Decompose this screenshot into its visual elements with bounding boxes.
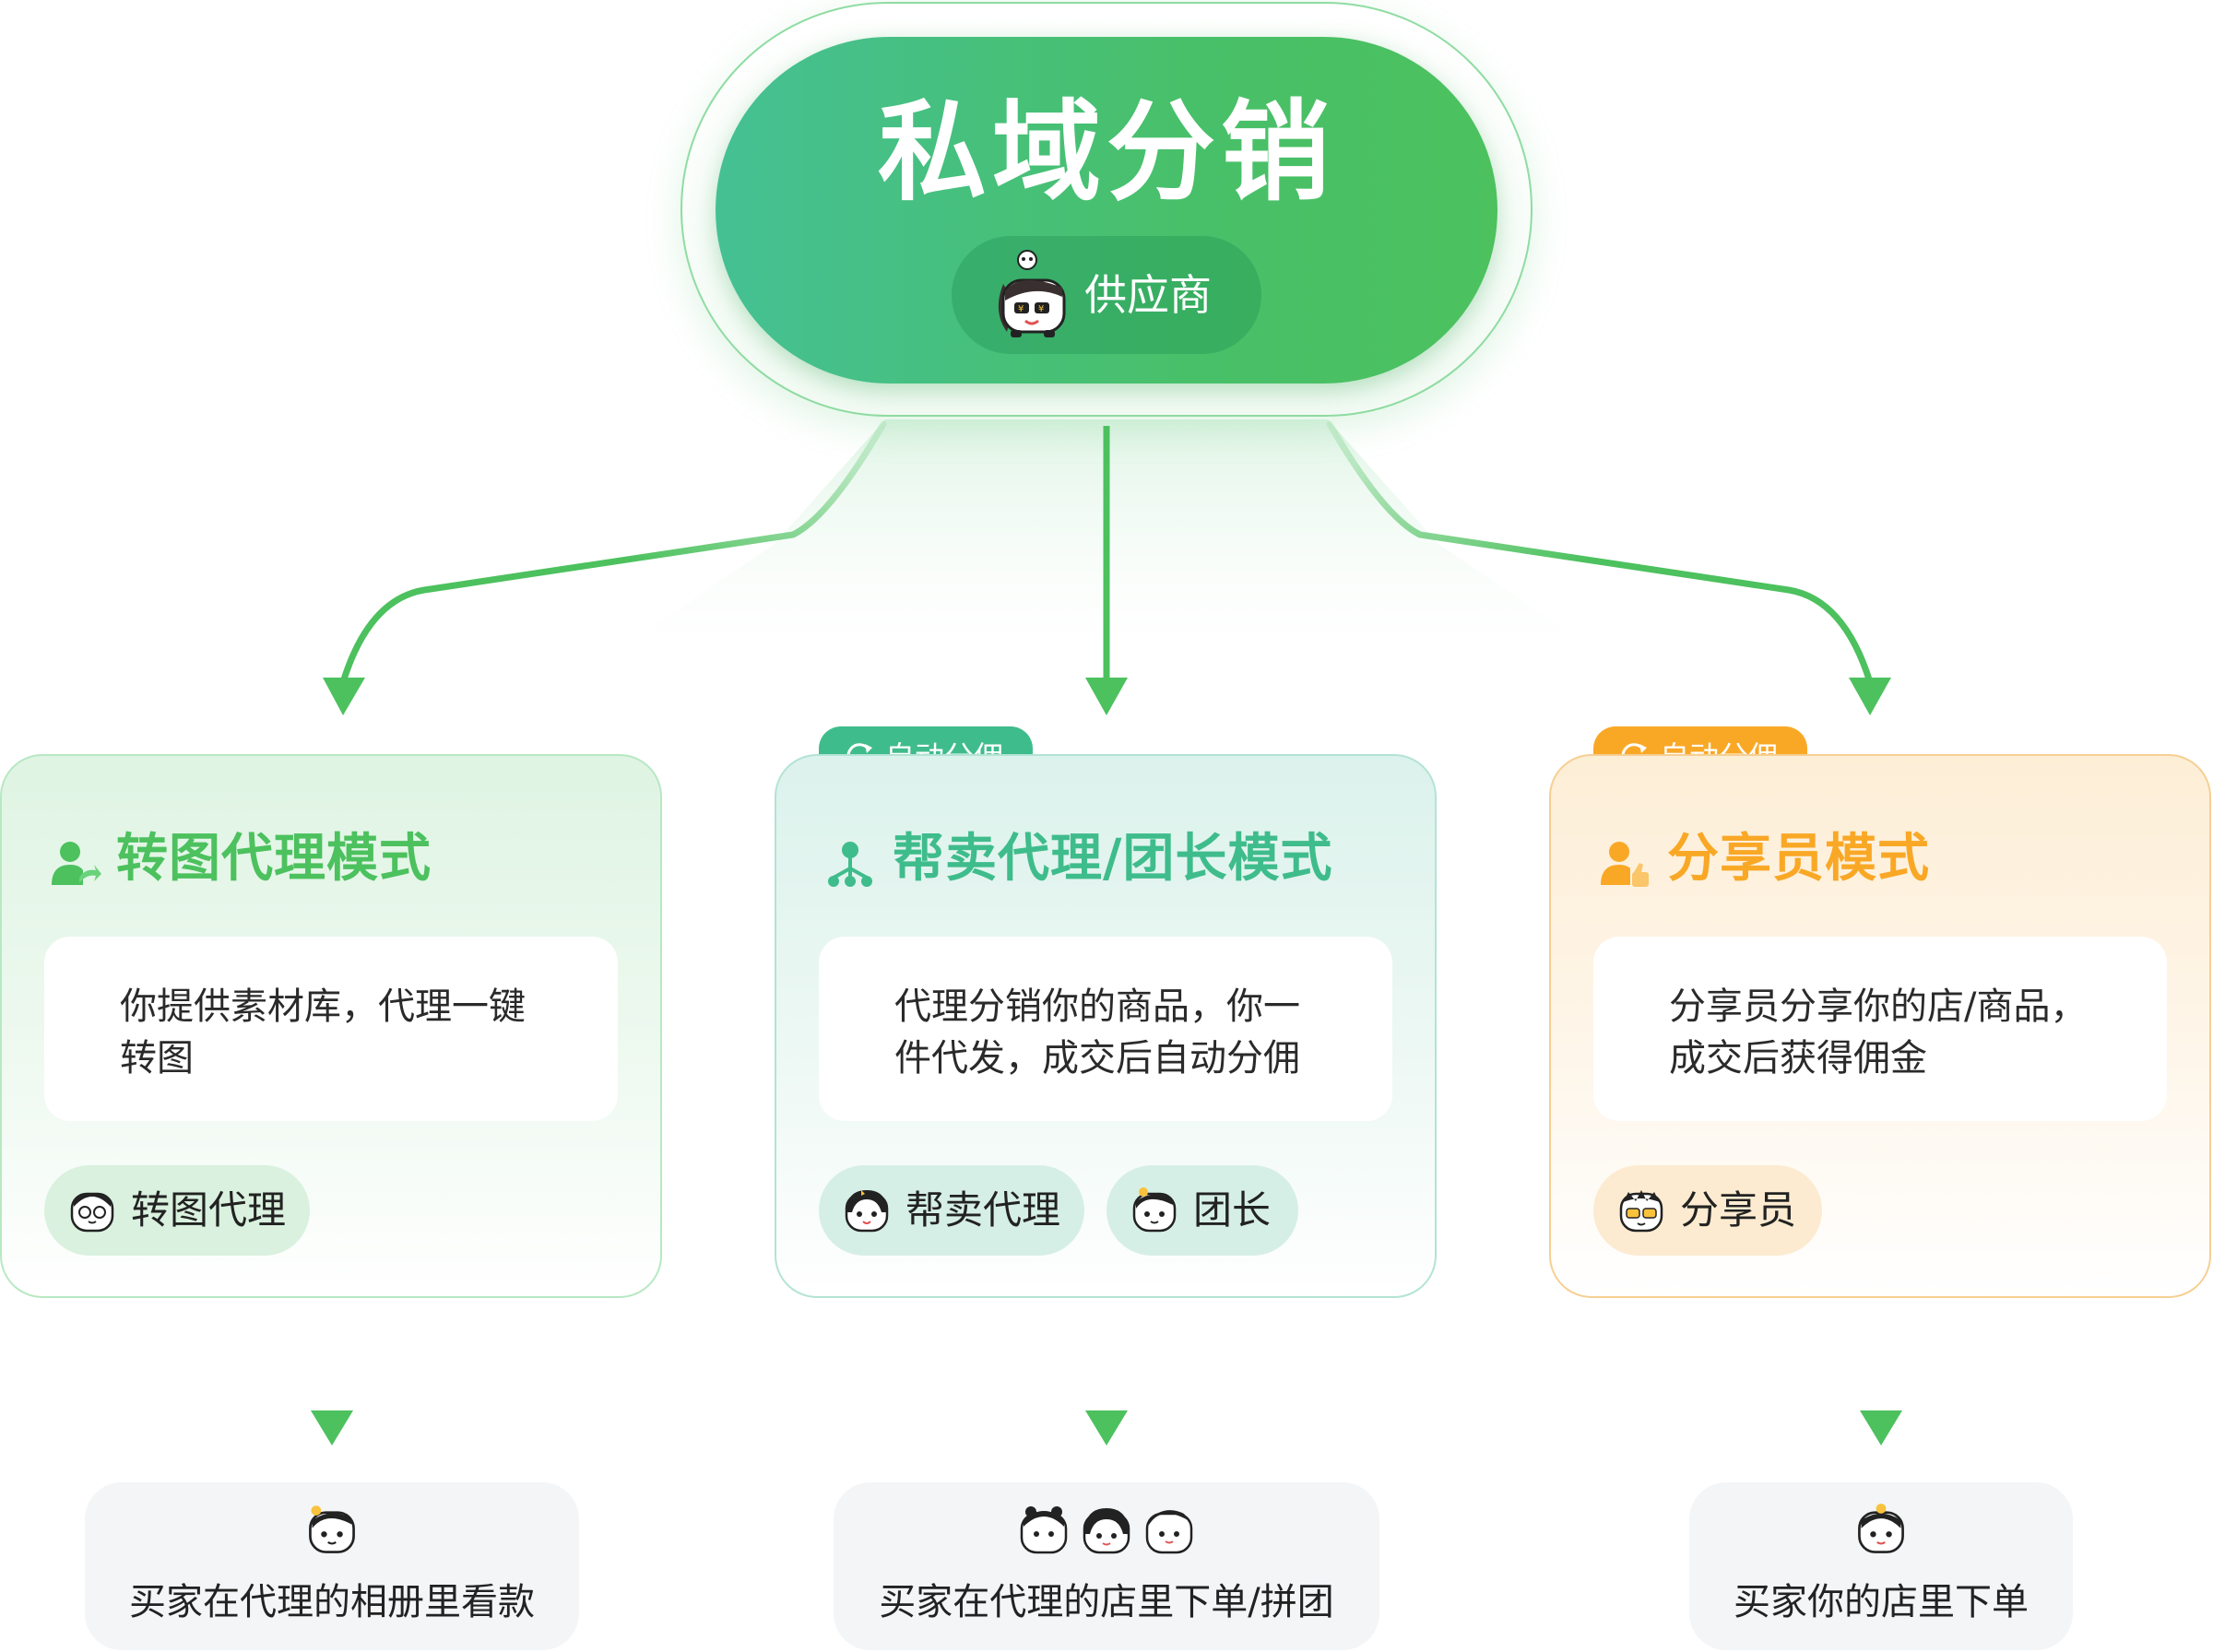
org-tree-icon	[828, 842, 872, 887]
buyers-group-icon	[1020, 1506, 1193, 1554]
result-box-transfer: 买家在代理的相册里看款	[85, 1482, 579, 1650]
user-like-icon	[1601, 842, 1649, 887]
result-label-sharer: 买家你的店里下单	[1734, 1581, 2029, 1623]
role-pill-transfer-agent: 转图代理	[44, 1165, 310, 1256]
buyer-avatar-icon	[309, 1505, 355, 1553]
arrow-right-path	[1326, 420, 1874, 686]
card-desc-resale: 代理分销你的商品，你一件代发，成交后自动分佣	[894, 985, 1300, 1080]
svg-text:¥: ¥	[1018, 304, 1024, 314]
role-label-resale-agent: 帮卖代理	[905, 1187, 1061, 1233]
card-title-resale: 帮卖代理/团长模式	[893, 829, 1333, 889]
arrow-right-head	[1849, 678, 1891, 715]
top-title: 私域分销	[877, 88, 1335, 216]
card-desc-transfer: 你提供素材库，代理一键转图	[120, 985, 526, 1080]
role-pill-resale-agent: 帮卖代理	[819, 1165, 1084, 1256]
supplier-avatar-icon: ¥ ¥	[998, 250, 1066, 337]
top-node	[716, 37, 1497, 384]
role-pill-group-leader: 团长	[1106, 1165, 1298, 1256]
svg-text:¥: ¥	[1038, 304, 1044, 314]
result-box-sharer: 买家你的店里下单	[1689, 1482, 2073, 1650]
arrow-left-path	[339, 420, 887, 686]
arrow-left-head	[323, 678, 365, 715]
role-pill-sharer: 分享员	[1593, 1165, 1822, 1256]
result-box-resale: 买家在代理的店里下单/拼团	[834, 1482, 1379, 1650]
card-desc-box: 分享员分享你的店/商品，成交后获得佣金	[1593, 937, 2167, 1121]
supplier-label: 供应商	[1084, 270, 1212, 320]
sharer-avatar-icon	[1619, 1190, 1663, 1233]
agent-avatar-icon	[70, 1192, 114, 1233]
result-label-resale: 买家在代理的店里下单/拼团	[879, 1581, 1334, 1623]
card-title-transfer: 转图代理模式	[116, 829, 432, 889]
card-title-sharer: 分享员模式	[1667, 829, 1930, 889]
resale-agent-avatar-icon	[845, 1190, 889, 1233]
role-label-sharer: 分享员	[1680, 1187, 1797, 1233]
group-leader-avatar-icon	[1132, 1187, 1177, 1233]
card-desc-box: 你提供素材库，代理一键转图	[44, 937, 618, 1121]
arrow-center-head	[1085, 678, 1128, 715]
buyer-avatar-icon	[1858, 1504, 1904, 1553]
result-label-transfer: 买家在代理的相册里看款	[129, 1581, 535, 1623]
card-desc-sharer: 分享员分享你的店/商品，成交后获得佣金	[1669, 985, 2088, 1080]
role-label-group-leader: 团长	[1193, 1187, 1272, 1233]
card-desc-box: 代理分销你的商品，你一件代发，成交后自动分佣	[819, 937, 1392, 1121]
user-share-icon	[52, 842, 101, 885]
role-label-transfer-agent: 转图代理	[131, 1187, 287, 1233]
